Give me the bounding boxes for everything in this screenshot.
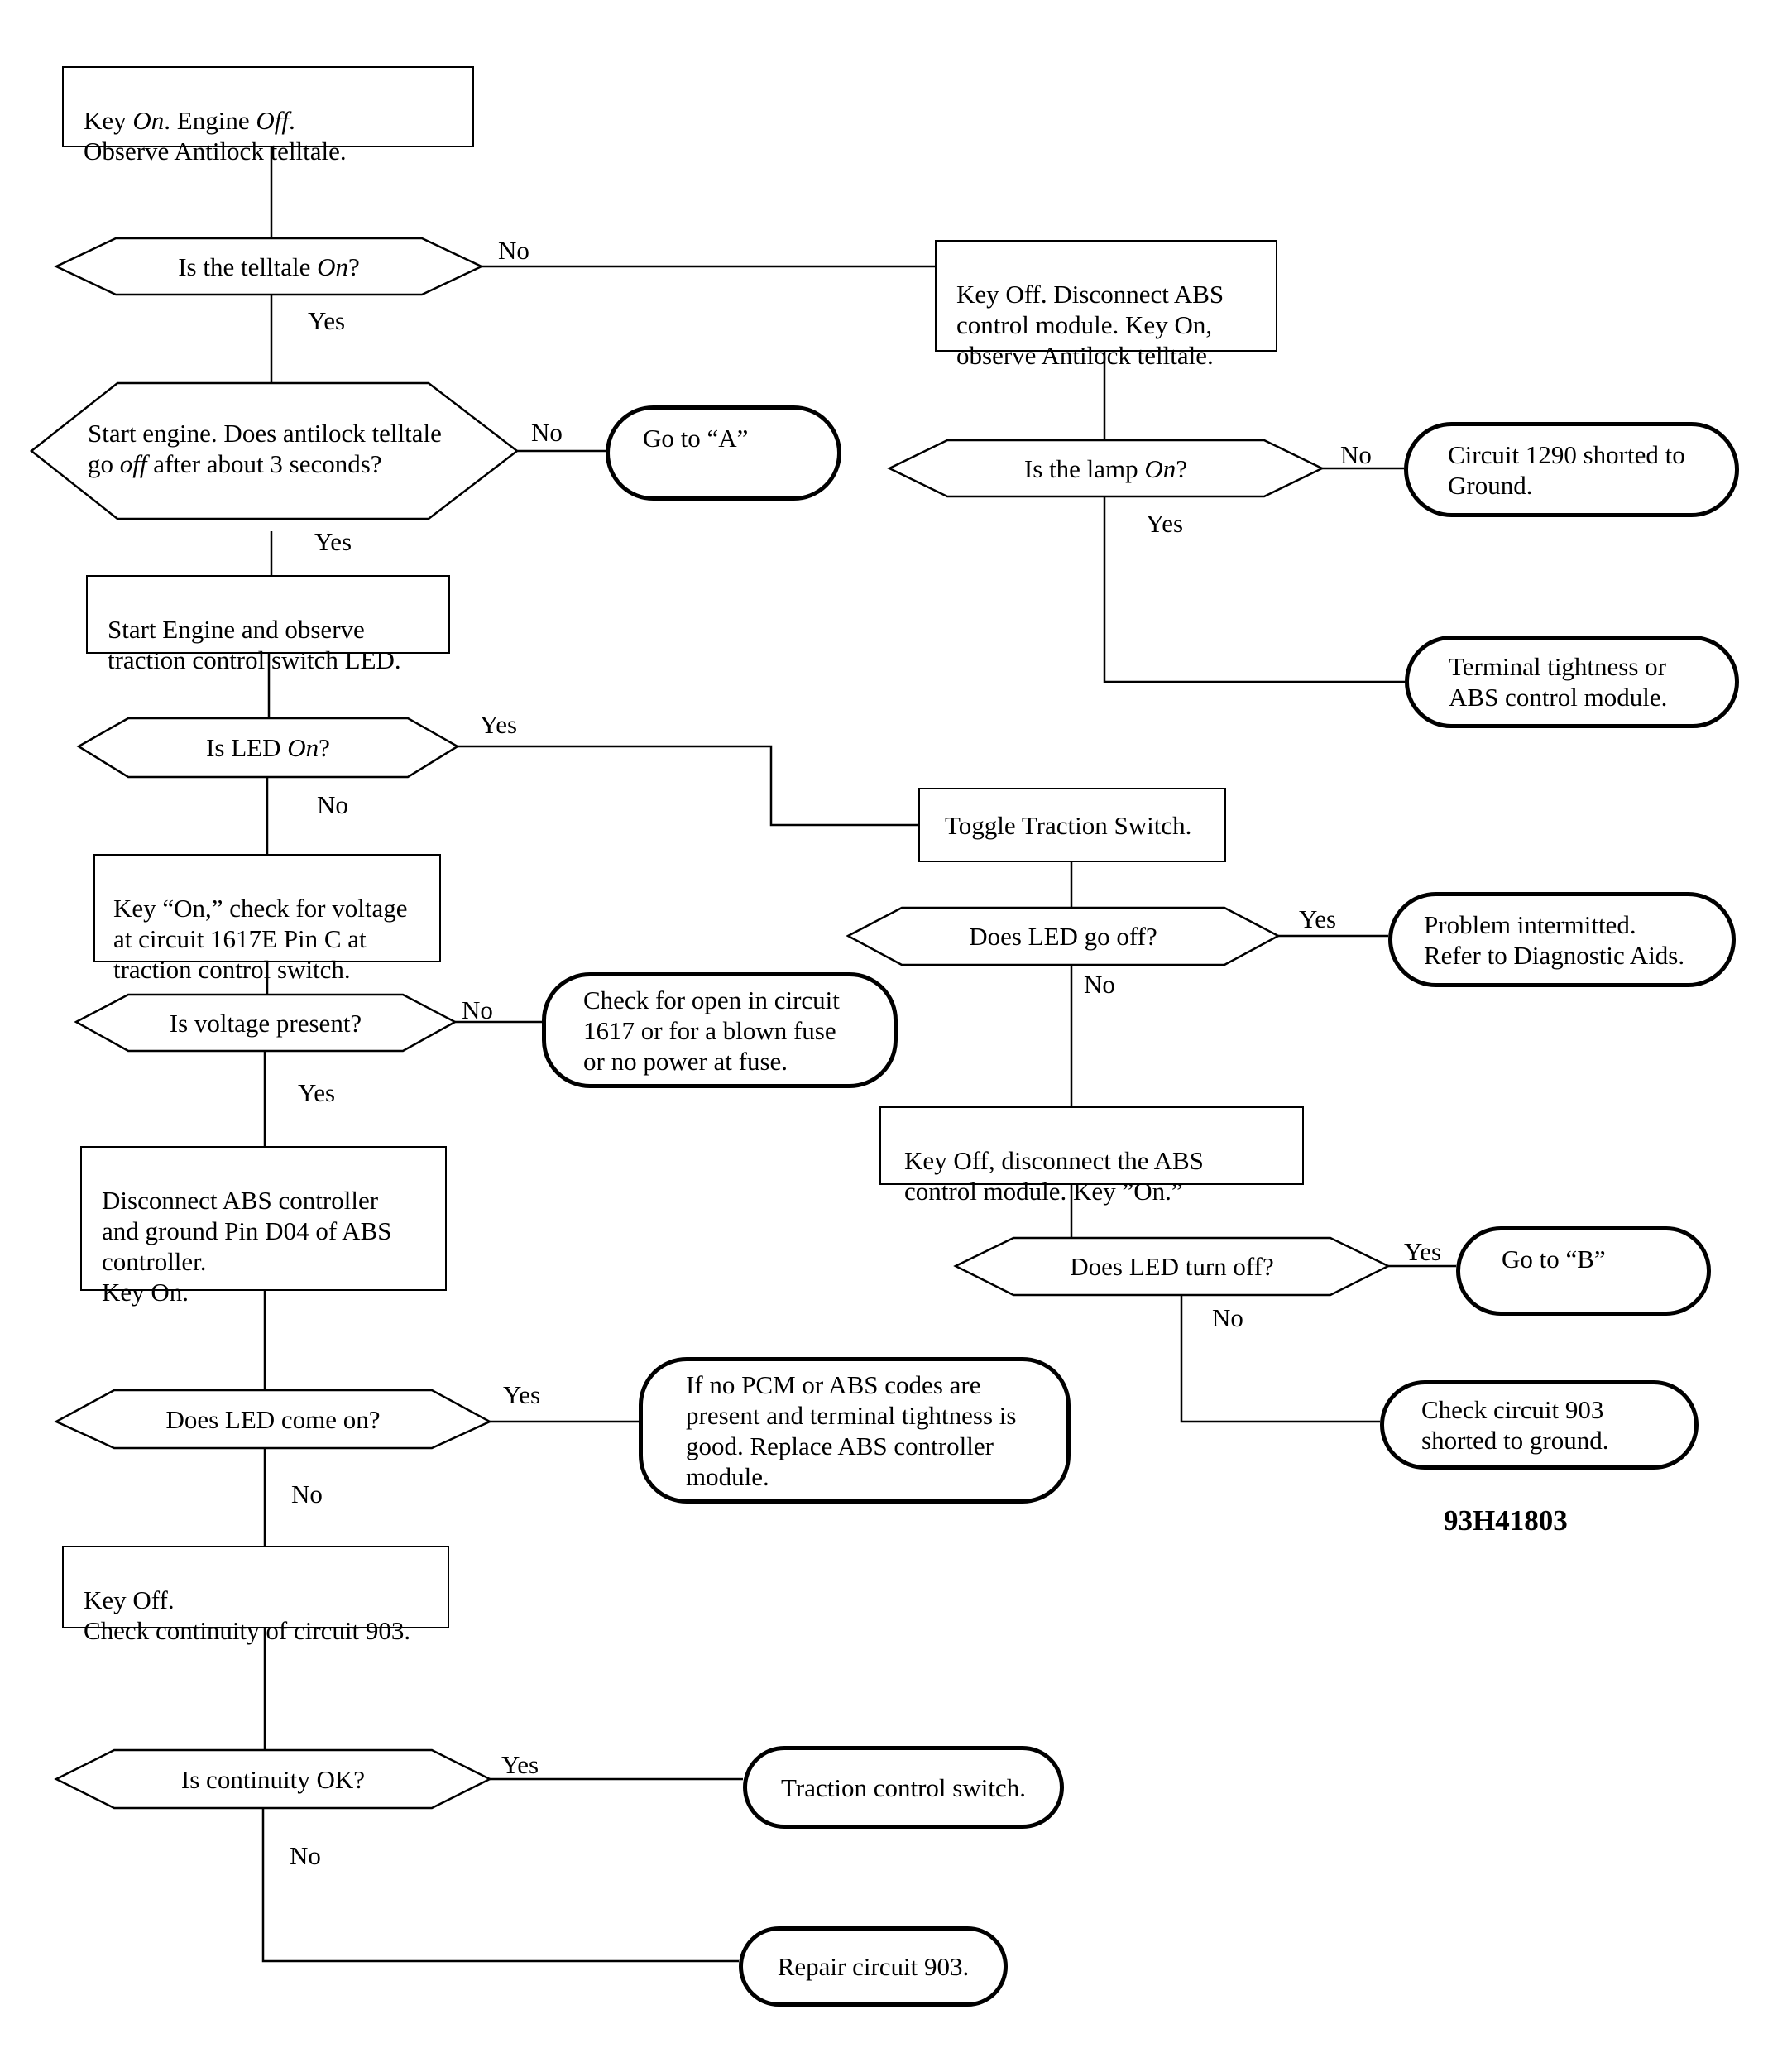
label-yes: Yes — [1404, 1237, 1442, 1266]
label-yes: Yes — [298, 1078, 336, 1107]
terminal-traction-switch: Traction control switch. — [743, 1746, 1064, 1829]
key-off-disconnect-box: Key Off. Disconnect ABS control module. … — [935, 240, 1277, 370]
start-engine-led-box: Start Engine and observe traction contro… — [86, 575, 450, 674]
label-yes: Yes — [503, 1380, 541, 1409]
terminal-problem-intermittent: Problem intermitted. Refer to Diagnostic… — [1388, 892, 1736, 987]
decision-shape — [54, 1389, 492, 1450]
decision-lamp-on: Is the lamp On? — [1023, 453, 1188, 483]
terminal-go-to-b: Go to “B” — [1456, 1226, 1711, 1316]
decision-shape — [76, 717, 460, 779]
label-no: No — [317, 790, 348, 819]
figure-number: 93H41803 — [1444, 1504, 1568, 1537]
connector — [1103, 496, 1405, 683]
terminal-replace-abs: If no PCM or ABS codes are present and t… — [639, 1357, 1071, 1504]
decision-telltale-on: Is the telltale On? — [178, 252, 360, 281]
label-yes: Yes — [501, 1750, 539, 1779]
start-box: Key On. Engine Off. Observe Antilock tel… — [62, 66, 474, 165]
label-no: No — [290, 1841, 321, 1870]
label-yes: Yes — [308, 306, 346, 335]
decision-telltale-off: Start engine. Does antilock telltale go … — [88, 419, 442, 478]
terminal-terminal-tightness: Terminal tightness or ABS control module… — [1405, 636, 1739, 728]
decision-shape — [74, 993, 458, 1053]
connector — [261, 1808, 739, 1963]
decision-shape — [846, 906, 1281, 966]
check-voltage-box: Key “On,” check for voltage at circuit 1… — [93, 854, 441, 984]
toggle-switch-box: Toggle Traction Switch. — [918, 788, 1226, 862]
terminal-check-open-1617: Check for open in circuit 1617 or for a … — [542, 972, 898, 1088]
label-no: No — [1084, 970, 1115, 999]
terminal-circuit-1290: Circuit 1290 shorted to Ground. — [1404, 422, 1739, 517]
decision-voltage-present: Is voltage present? — [169, 1008, 362, 1038]
key-off-disconnect-2-box: Key Off, disconnect the ABS control modu… — [879, 1106, 1304, 1206]
label-no: No — [531, 418, 563, 447]
decision-shape — [887, 439, 1325, 498]
terminal-repair-903: Repair circuit 903. — [739, 1926, 1008, 2007]
decision-continuity-ok: Is continuity OK? — [180, 1764, 366, 1794]
terminal-check-903-ground: Check circuit 903 shorted to ground. — [1380, 1380, 1699, 1470]
label-no: No — [462, 995, 493, 1024]
decision-led-go-off: Does LED go off? — [969, 922, 1157, 951]
decision-led-come-on: Does LED come on? — [165, 1404, 381, 1434]
check-continuity-box: Key Off. Check continuity of circuit 903… — [62, 1546, 449, 1645]
label-no: No — [1212, 1303, 1243, 1332]
label-yes: Yes — [1146, 509, 1184, 538]
decision-shape — [29, 381, 520, 520]
disconnect-ground-box: Disconnect ABS controller and ground Pin… — [80, 1146, 447, 1307]
decision-led-on: Is LED On? — [206, 733, 330, 762]
connector — [458, 745, 918, 827]
label-no: No — [498, 236, 529, 265]
label-yes: Yes — [480, 710, 518, 739]
decision-shape — [54, 1748, 492, 1810]
connector — [1180, 1295, 1380, 1423]
label-no: No — [1340, 440, 1372, 469]
terminal-go-to-a: Go to “A” — [606, 405, 841, 501]
label-yes: Yes — [1299, 904, 1337, 933]
decision-shape — [54, 237, 484, 296]
decision-shape — [953, 1236, 1391, 1297]
label-no: No — [291, 1480, 323, 1508]
label-yes: Yes — [314, 527, 352, 556]
decision-led-turn-off: Does LED turn off? — [1070, 1252, 1274, 1281]
